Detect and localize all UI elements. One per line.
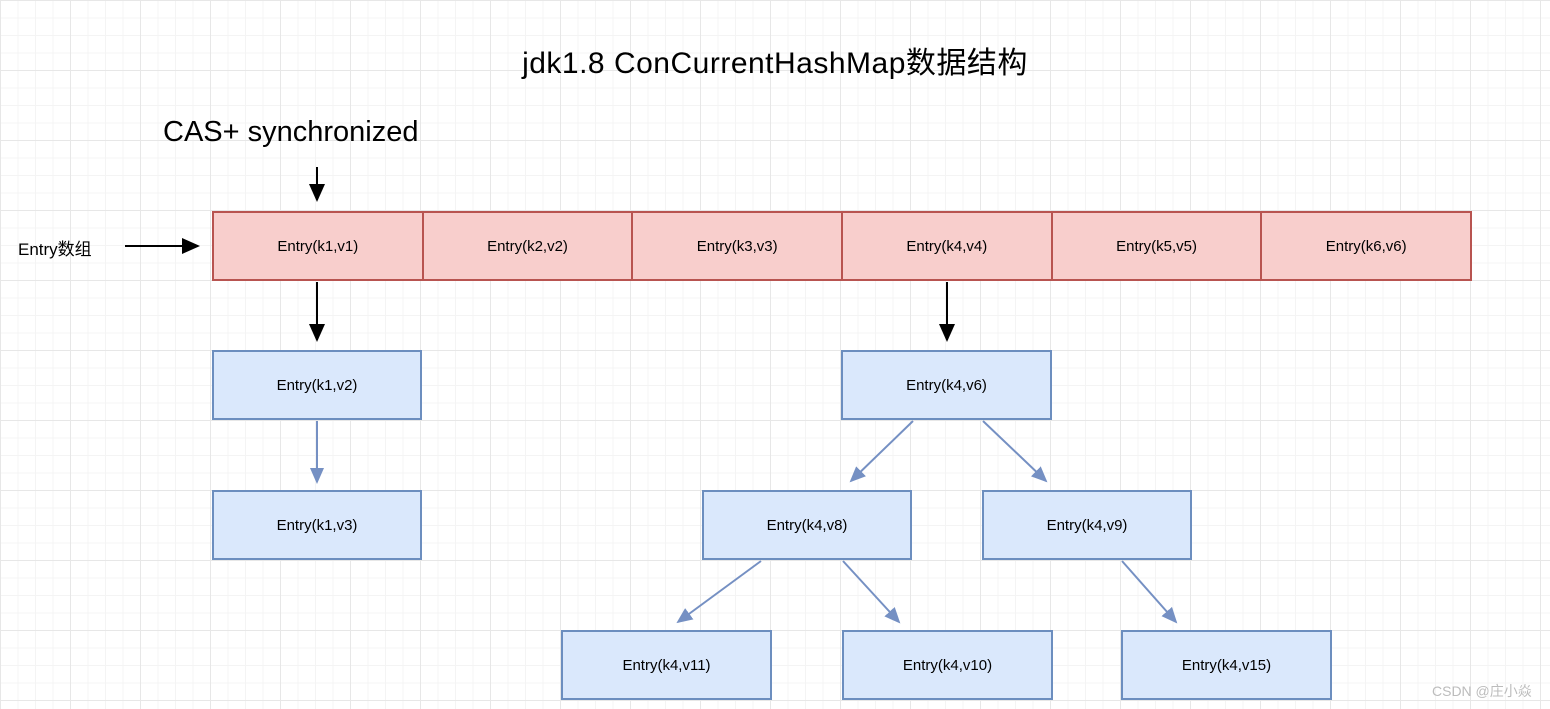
array-cell: Entry(k4,v4) bbox=[843, 213, 1053, 279]
array-cell: Entry(k2,v2) bbox=[424, 213, 634, 279]
tree-leaf-node: Entry(k4,v11) bbox=[561, 630, 772, 700]
diagram-title: jdk1.8 ConCurrentHashMap数据结构 bbox=[522, 47, 1028, 80]
tree-leaf-node: Entry(k4,v15) bbox=[1121, 630, 1332, 700]
array-cell: Entry(k1,v1) bbox=[214, 213, 424, 279]
tree-node: Entry(k4,v9) bbox=[982, 490, 1192, 560]
cas-synchronized-label: CAS+ synchronized bbox=[163, 116, 419, 148]
arrow-root-to-right-child bbox=[982, 420, 1048, 483]
tree-root-node: Entry(k4,v6) bbox=[841, 350, 1052, 420]
linked-list-node: Entry(k1,v3) bbox=[212, 490, 422, 560]
array-cell: Entry(k6,v6) bbox=[1325, 237, 1407, 255]
arrow-k4v9-to-k4v15 bbox=[1121, 560, 1178, 624]
array-cell: Entry(k3,v3) bbox=[633, 213, 844, 279]
entry-array: Entry(k1,v1) Entry(k2,v2) Entry(k3,v3) E… bbox=[212, 211, 1472, 281]
tree-leaf-node: Entry(k4,v10) bbox=[842, 630, 1053, 700]
arrow-root-to-left-child bbox=[849, 420, 914, 483]
csdn-watermark: CSDN @庄小焱 bbox=[1432, 683, 1532, 699]
array-cell: Entry(k5,v5) bbox=[1053, 213, 1263, 279]
linked-list-node: Entry(k1,v2) bbox=[212, 350, 422, 420]
entry-array-label: Entry数组 bbox=[18, 240, 92, 259]
arrow-k4v8-to-k4v10 bbox=[842, 560, 901, 624]
arrow-k4v8-to-k4v11 bbox=[676, 560, 762, 624]
tree-node: Entry(k4,v8) bbox=[702, 490, 912, 560]
